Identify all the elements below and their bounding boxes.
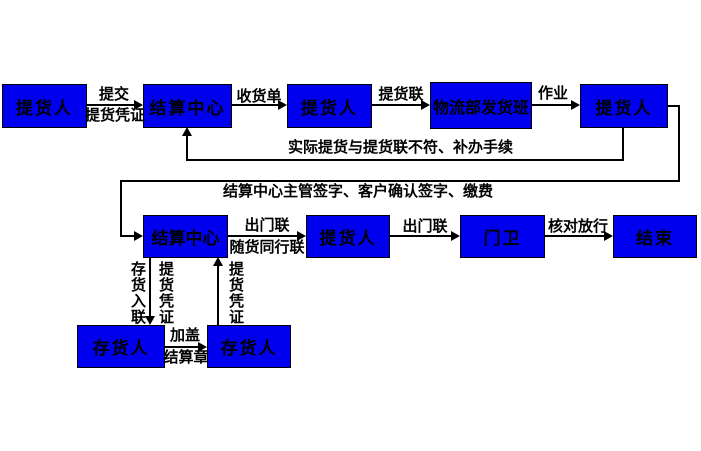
connector-pickup2-logistics [372,104,421,106]
connector-sign-pay-loop [120,180,122,237]
arrowhead-right-icon [278,100,287,110]
connector-guard-end [545,235,604,237]
arrowhead-right-icon [421,100,430,110]
arrowhead-down-icon [145,316,155,325]
edge-label-receipt-note: 收货单 [236,88,282,105]
arrowhead-right-icon [297,231,306,241]
arrowhead-right-icon [451,231,460,241]
edge-label-pickup-copy: 提货联 [378,86,424,103]
connector-sign-pay-loop [668,105,680,107]
connector-logistics-pickup3 [532,104,571,106]
node-pickup-person-1: 提货人 [2,84,87,128]
edge-label-exit-copy-line2: 随货同行联 [229,239,305,256]
node-settlement-center-1: 结算中心 [143,84,232,128]
connector-depositor2-settlement2 [217,266,219,326]
edge-label-exit-copy-2: 出门联 [402,218,448,235]
edge-label-exit-copy-line1: 出门联 [244,217,290,234]
arrowhead-right-icon [198,342,207,352]
connector-depositor1-depositor2 [165,346,198,348]
connector-settlement2-depositor1 [149,258,151,316]
edge-label-stamp-line2: 结算章 [163,349,209,366]
edge-label-voucher-up: 提货凭证 [227,261,244,325]
edge-label-sign-and-pay: 结算中心主管签字、客户确认签字、缴费 [223,183,494,200]
connector-mismatch-loop [622,128,624,161]
edge-label-store-in-copy: 存货入联 [129,261,146,325]
connector-settlement2-pickup4 [228,235,297,237]
connector-sign-pay-loop [678,105,680,182]
connector-pickup4-guard [390,235,451,237]
edge-label-stamp-line1: 加盖 [169,327,200,344]
node-gatekeeper: 门卫 [460,215,545,258]
node-logistics-dispatch-team: 物流部发货班 [430,82,532,129]
connector-sign-pay-loop [120,235,134,237]
edge-label-mismatch-procedure: 实际提货与提货联不符、补办手续 [288,139,514,156]
edge-label-operation: 作业 [537,85,568,102]
arrowhead-right-icon [571,100,580,110]
connector-sign-pay-loop [120,180,680,182]
node-pickup-person-4: 提货人 [306,215,390,258]
arrowhead-up-icon [213,257,223,266]
arrowhead-right-icon [134,100,143,110]
node-depositor-2: 存货人 [207,325,291,368]
connector-pickup1-settlement1 [87,104,136,106]
edge-label-verify-release: 核对放行 [547,218,608,235]
edge-label-voucher-down: 提货凭证 [157,261,174,325]
arrowhead-up-icon [182,127,192,136]
connector-mismatch-loop [186,159,624,161]
node-end: 结束 [613,215,697,258]
connector-settlement1-pickup2 [232,104,279,106]
edge-label-submit-line2: 提货凭证 [84,107,145,124]
edge-label-submit-line1: 提交 [98,86,129,103]
node-depositor-1: 存货人 [77,325,165,368]
node-settlement-center-2: 结算中心 [143,215,228,258]
node-pickup-person-3: 提货人 [580,84,668,128]
node-pickup-person-2: 提货人 [287,84,372,128]
connector-mismatch-loop [186,136,188,161]
arrowhead-right-icon [134,231,143,241]
arrowhead-right-icon [604,231,613,241]
